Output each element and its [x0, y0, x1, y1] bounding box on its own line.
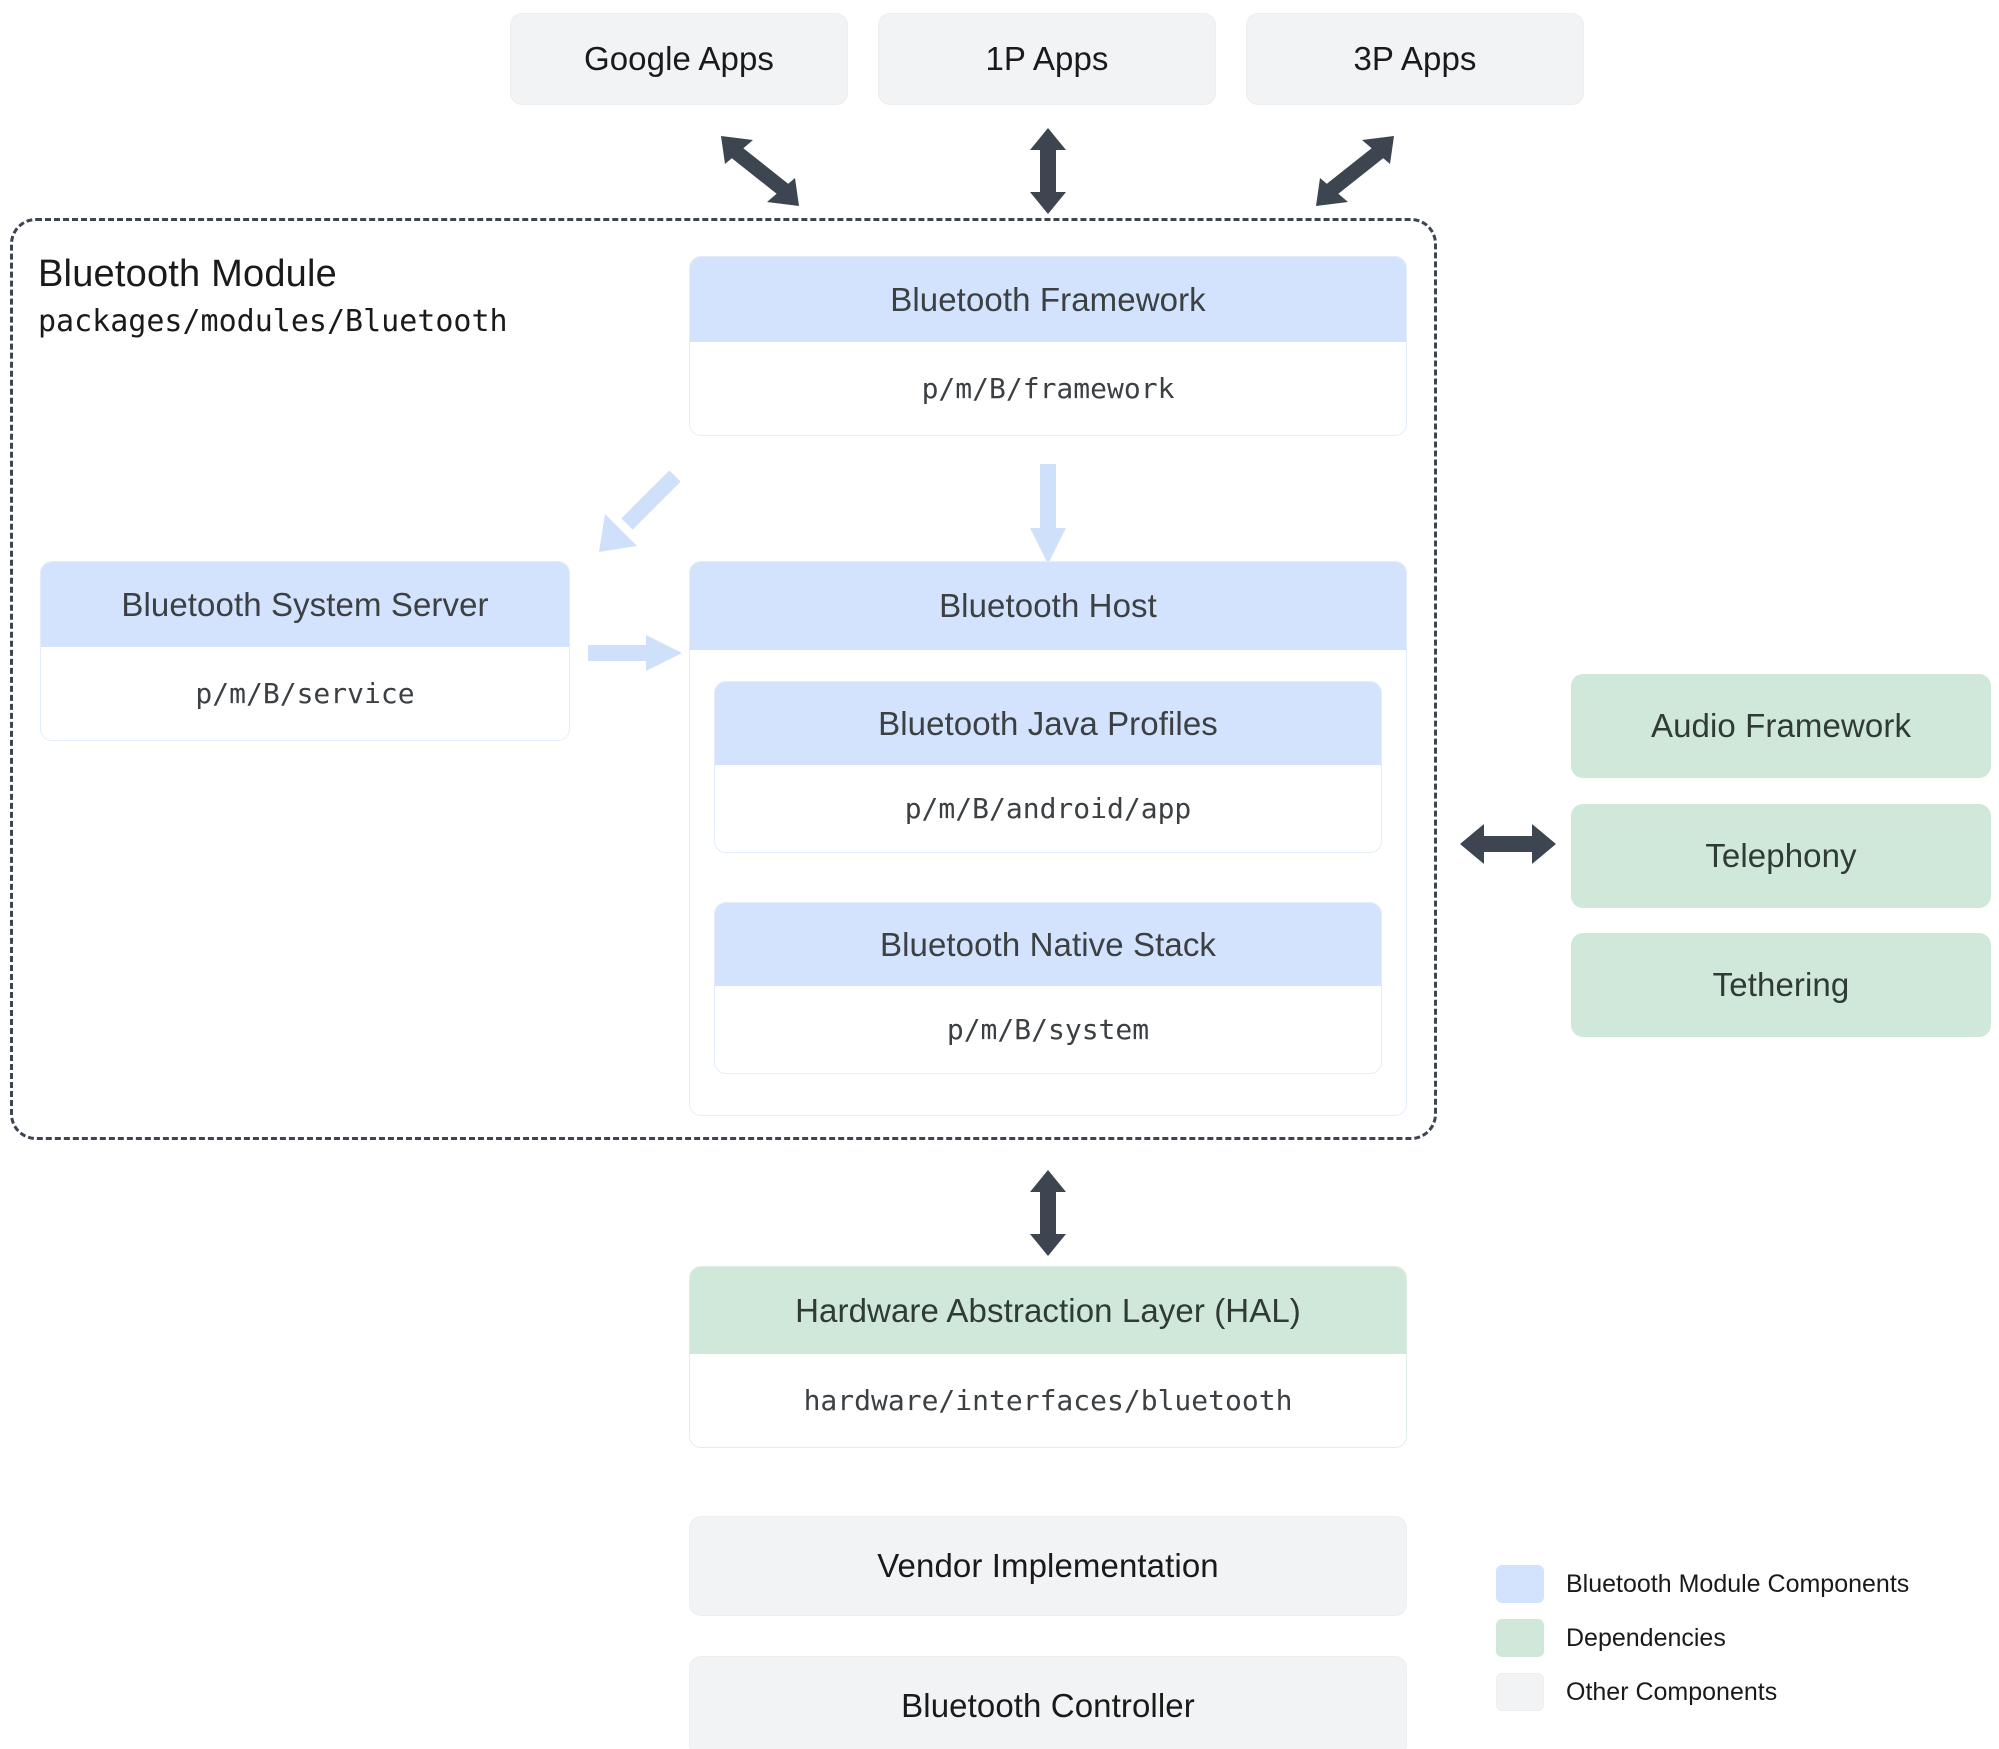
component-bluetooth-system-server-title: Bluetooth System Server — [41, 562, 569, 648]
arrow-framework-to-host — [1029, 464, 1067, 564]
component-hal-path: hardware/interfaces/bluetooth — [690, 1354, 1406, 1447]
app-box-3p-apps-label: 3P Apps — [1353, 40, 1477, 78]
legend: Bluetooth Module Components Dependencies… — [1496, 1557, 1966, 1719]
component-bluetooth-controller-label: Bluetooth Controller — [901, 1687, 1195, 1725]
dependency-box-telephony[interactable]: Telephony — [1571, 804, 1991, 908]
bluetooth-module-title: Bluetooth Module — [38, 253, 337, 295]
component-vendor-implementation[interactable]: Vendor Implementation — [689, 1516, 1407, 1616]
legend-item-module-components: Bluetooth Module Components — [1496, 1557, 1966, 1611]
legend-item-dependencies: Dependencies — [1496, 1611, 1966, 1665]
component-bluetooth-java-profiles-path: p/m/B/android/app — [715, 765, 1381, 852]
component-bluetooth-controller[interactable]: Bluetooth Controller — [689, 1656, 1407, 1749]
arrow-1p-apps-to-module — [1028, 128, 1068, 214]
arrow-google-apps-to-module — [715, 132, 805, 210]
component-bluetooth-native-stack[interactable]: Bluetooth Native Stack p/m/B/system — [714, 902, 1382, 1074]
legend-label-dependencies: Dependencies — [1566, 1623, 1726, 1652]
legend-swatch-module-components — [1496, 1565, 1544, 1603]
component-bluetooth-java-profiles-title: Bluetooth Java Profiles — [715, 682, 1381, 766]
component-bluetooth-host-title: Bluetooth Host — [690, 562, 1406, 650]
legend-label-module-components: Bluetooth Module Components — [1566, 1569, 1910, 1598]
app-box-google-apps-label: Google Apps — [583, 40, 775, 78]
legend-swatch-other-components — [1496, 1673, 1544, 1711]
dependency-box-tethering-label: Tethering — [1571, 933, 1991, 1037]
component-bluetooth-system-server[interactable]: Bluetooth System Server p/m/B/service — [40, 561, 570, 741]
bluetooth-module-heading: Bluetooth Module packages/modules/Blueto… — [38, 252, 678, 342]
component-bluetooth-native-stack-title: Bluetooth Native Stack — [715, 903, 1381, 987]
dependency-box-audio-framework[interactable]: Audio Framework — [1571, 674, 1991, 778]
bluetooth-module-path: packages/modules/Bluetooth — [38, 303, 508, 339]
component-bluetooth-java-profiles[interactable]: Bluetooth Java Profiles p/m/B/android/ap… — [714, 681, 1382, 853]
arrow-module-to-hal — [1028, 1170, 1068, 1256]
arrow-framework-to-system-server — [595, 468, 683, 556]
legend-label-other-components: Other Components — [1566, 1677, 1778, 1706]
component-bluetooth-system-server-path: p/m/B/service — [41, 647, 569, 740]
dependency-box-telephony-label: Telephony — [1571, 804, 1991, 908]
app-box-google-apps[interactable]: Google Apps — [510, 13, 848, 105]
component-bluetooth-native-stack-path: p/m/B/system — [715, 986, 1381, 1073]
arrow-3p-apps-to-module — [1310, 132, 1400, 210]
arrow-module-to-dependencies — [1460, 822, 1556, 866]
legend-swatch-dependencies — [1496, 1619, 1544, 1657]
arrow-system-server-to-host — [588, 634, 682, 672]
app-box-3p-apps[interactable]: 3P Apps — [1246, 13, 1584, 105]
component-hal-title: Hardware Abstraction Layer (HAL) — [690, 1267, 1406, 1355]
component-bluetooth-framework-title: Bluetooth Framework — [690, 257, 1406, 343]
app-box-1p-apps-label: 1P Apps — [985, 40, 1109, 78]
dependency-box-tethering[interactable]: Tethering — [1571, 933, 1991, 1037]
dependency-box-audio-framework-label: Audio Framework — [1571, 674, 1991, 778]
component-vendor-implementation-label: Vendor Implementation — [877, 1547, 1219, 1585]
component-bluetooth-framework[interactable]: Bluetooth Framework p/m/B/framework — [689, 256, 1407, 436]
component-hal[interactable]: Hardware Abstraction Layer (HAL) hardwar… — [689, 1266, 1407, 1448]
bluetooth-module-boundary — [10, 218, 1437, 1140]
app-box-1p-apps[interactable]: 1P Apps — [878, 13, 1216, 105]
legend-item-other-components: Other Components — [1496, 1665, 1966, 1719]
component-bluetooth-framework-path: p/m/B/framework — [690, 342, 1406, 435]
